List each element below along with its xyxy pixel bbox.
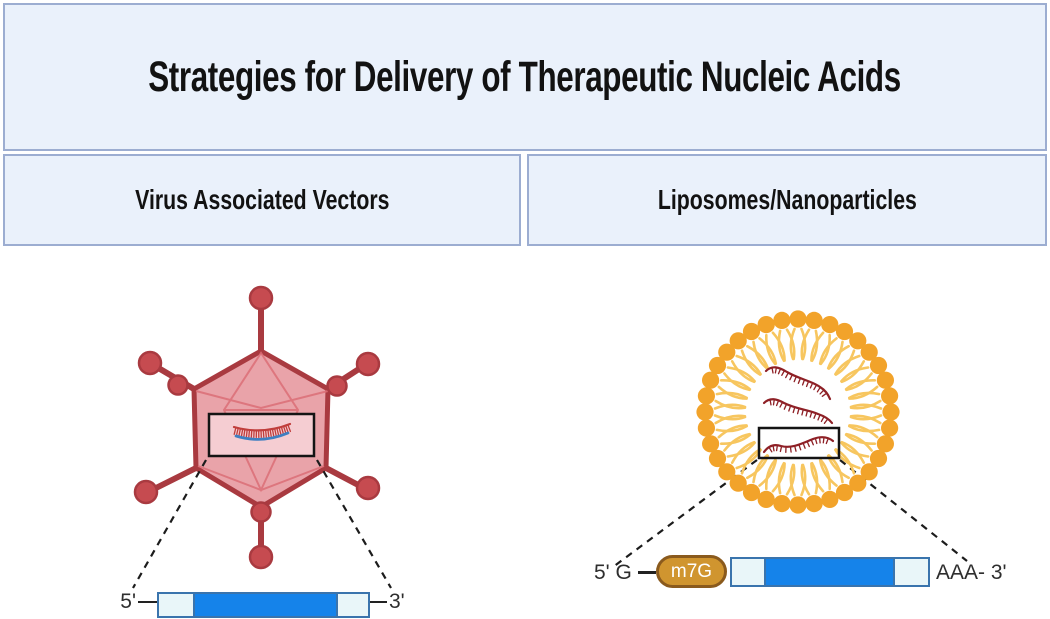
virus-spike-knobs [133,285,381,570]
column-header-viral-label: Virus Associated Vectors [134,184,390,215]
viral-construct-3prime-label: 3' [389,590,405,613]
m7g-cap-icon: m7G [656,555,727,588]
construct-utr-segment [159,594,193,616]
construct-utr-segment [732,559,764,585]
column-header-row: Virus Associated Vectors Liposomes/Nanop… [3,154,1047,246]
mrna-duplex-bottom-strand [234,431,290,441]
lipo-construct-left-wire [638,571,656,574]
lipid-bilayer-ring [696,310,900,514]
lipo-construct-5primeG-label: 5' G [594,561,632,584]
liposome-payload-callout-box [757,426,841,460]
lipo-construct-polyA-3prime-label: AAA- 3' [936,561,1007,584]
column-header-liposome-label: Liposomes/Nanoparticles [657,184,917,215]
liposome-icon [696,310,900,514]
construct-coding-segment [193,594,338,616]
virus-capsid-facets [195,351,329,493]
column-header-liposome: Liposomes/Nanoparticles [527,154,1047,246]
construct-utr-segment [895,559,928,585]
viral-mrna-construct-bar [157,592,370,618]
figure-title: Strategies for Delivery of Therapeutic N… [148,52,902,101]
mrna-strand-icon [762,436,835,454]
adenovirus-icon [133,285,381,570]
mrna-strand-icon [764,366,832,401]
figure-header: Strategies for Delivery of Therapeutic N… [3,3,1047,246]
viral-construct-right-wire [370,601,387,603]
mrna-strand-icon [762,398,834,425]
figure-title-cell: Strategies for Delivery of Therapeutic N… [3,3,1047,151]
viral-construct-5prime-label: 5' [120,590,136,613]
viral-construct-left-wire [138,601,157,603]
construct-utr-segment [338,594,368,616]
lipo-mrna-construct-bar [730,557,930,587]
mrna-duplex-icon [232,422,292,439]
column-header-viral: Virus Associated Vectors [3,154,521,246]
m7g-cap-label: m7G [670,561,713,582]
construct-coding-segment [764,559,895,585]
